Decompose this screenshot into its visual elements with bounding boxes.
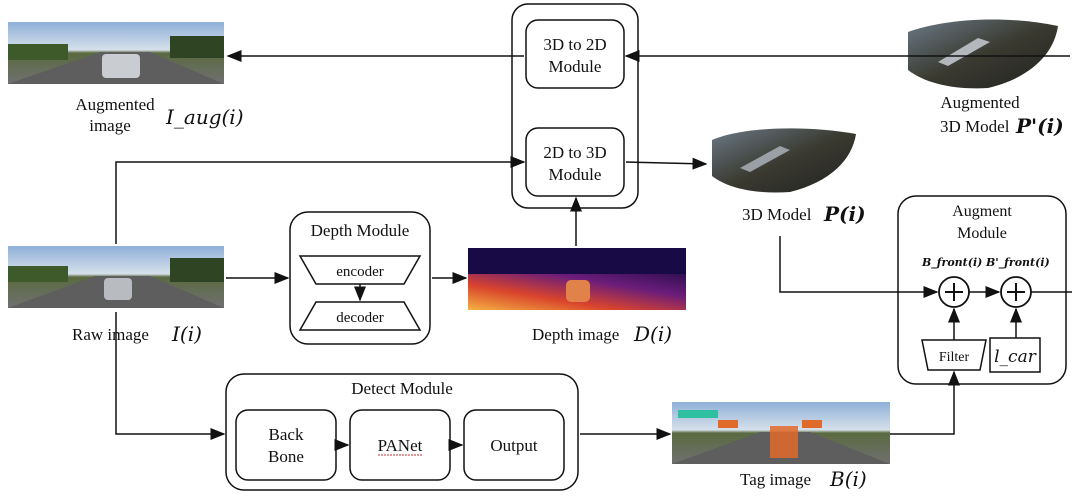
raw-image-label: Raw image: [72, 325, 149, 344]
augment-module-box: [897, 195, 1067, 385]
filter-shape: [921, 339, 987, 371]
decoder-label: decoder: [336, 310, 383, 326]
b-front-label: B_front(i): [921, 256, 982, 270]
depth-image-thumbnail: [468, 248, 686, 310]
augment-module-title-1: Augment: [952, 203, 1012, 220]
augmented-3d-symbol: P'(i): [1015, 114, 1064, 138]
augmented-point-cloud: [908, 19, 1058, 89]
encoder-shape: [298, 255, 422, 285]
depth-module-box: [289, 211, 431, 345]
tag-image-thumbnail: [672, 402, 890, 464]
depth-module-title: Depth Module: [311, 221, 410, 240]
arrow-raw-to-detect: [115, 312, 226, 440]
augmented-3d-label-2: 3D Model: [940, 117, 1010, 136]
tag-image-label: Tag image: [740, 470, 811, 489]
raw-image-thumbnail: [8, 246, 224, 308]
module-3d-to-2d-label-2: Module: [549, 57, 602, 76]
backbone-label-2: Bone: [268, 447, 304, 466]
decoder-shape: [298, 301, 422, 331]
model-3d-symbol: P(i): [823, 202, 866, 226]
output-box: [463, 409, 565, 481]
augmented-image-label-1: Augmented: [75, 95, 155, 114]
backbone-label-1: Back: [269, 425, 304, 444]
module-2d-to-3d-label-1: 2D to 3D: [543, 143, 606, 162]
module-3d-to-2d-box: [525, 19, 625, 89]
model-3d-label: 3D Model: [742, 205, 812, 224]
filter-label: Filter: [939, 350, 970, 365]
tag-image-symbol: B(i): [829, 467, 867, 491]
augmented-image-thumbnail: [8, 22, 224, 84]
arrow-raw-to-2d3d: [115, 156, 526, 244]
augmented-3d-label-1: Augmented: [940, 93, 1020, 112]
augment-module-title-2: Module: [957, 225, 1007, 242]
module-2d-to-3d-box: [525, 127, 625, 197]
raw-image-symbol: I(i): [171, 322, 202, 346]
point-cloud-3d-model: [712, 128, 856, 193]
lcar-label: l_car: [994, 347, 1037, 367]
detect-module-title: Detect Module: [351, 379, 453, 398]
detect-module-box: [225, 373, 579, 491]
depth-image-label: Depth image: [532, 325, 619, 344]
b-front-prime-label: B'_front(i): [985, 256, 1050, 270]
backbone-box: [235, 409, 337, 481]
output-label: Output: [490, 436, 538, 455]
augmented-image-label-2: image: [89, 116, 131, 135]
module-2d-to-3d-label-2: Module: [549, 165, 602, 184]
lcar-box: [989, 337, 1041, 373]
arrow-tag-to-filter: [890, 370, 960, 435]
arrow-model-to-plus1: [779, 236, 939, 298]
panet-label: PANet: [378, 436, 423, 455]
depth-image-symbol: D(i): [633, 322, 672, 346]
augmented-image-symbol: I_aug(i): [165, 105, 244, 129]
encoder-label: encoder: [336, 264, 383, 280]
module-3d-to-2d-label-1: 3D to 2D: [543, 35, 606, 54]
arrow-2d3d-to-model: [625, 157, 708, 170]
